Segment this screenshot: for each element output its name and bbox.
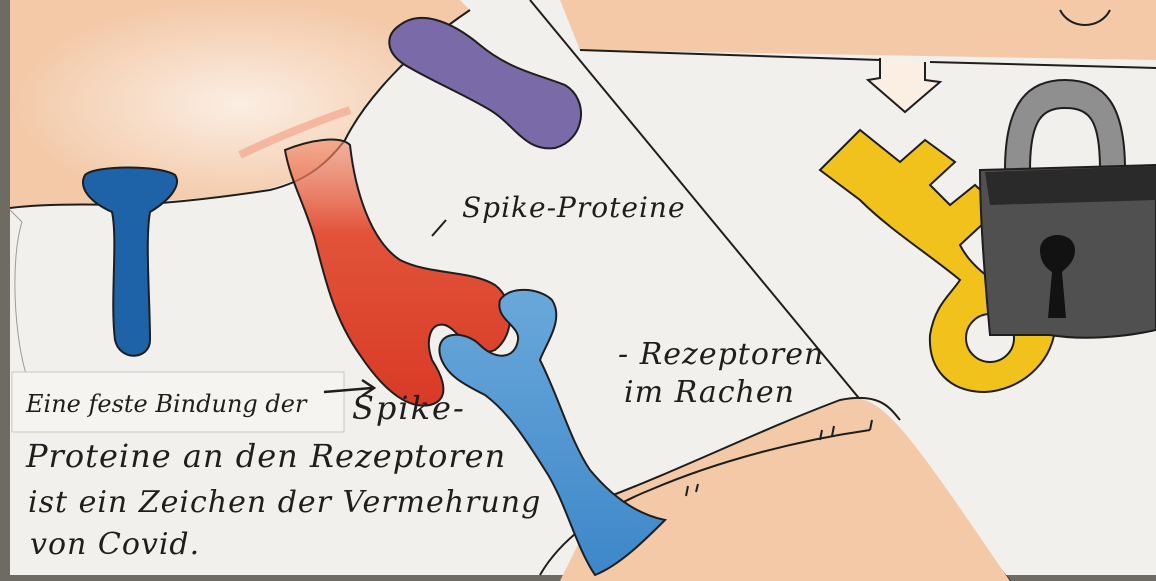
caption-line-3: ist ein Zeichen der Vermehrung bbox=[28, 488, 541, 518]
top-band bbox=[560, 0, 1156, 60]
spike-protein-label: Spike-Proteine bbox=[462, 194, 686, 222]
receptor-label-text: Rezeptoren bbox=[640, 337, 825, 372]
caption-line-2: Proteine an den Rezeptoren bbox=[26, 440, 506, 472]
caption-line-1-tail: Spike- bbox=[352, 392, 466, 424]
receptor-label-line1: - Rezeptoren bbox=[618, 340, 824, 370]
caption-line-1: Eine feste Bindung der bbox=[26, 392, 306, 416]
dash: - bbox=[618, 337, 640, 372]
receptor-label-line2: im Rachen bbox=[624, 378, 795, 408]
caption-line-4: von Covid. bbox=[30, 530, 200, 560]
